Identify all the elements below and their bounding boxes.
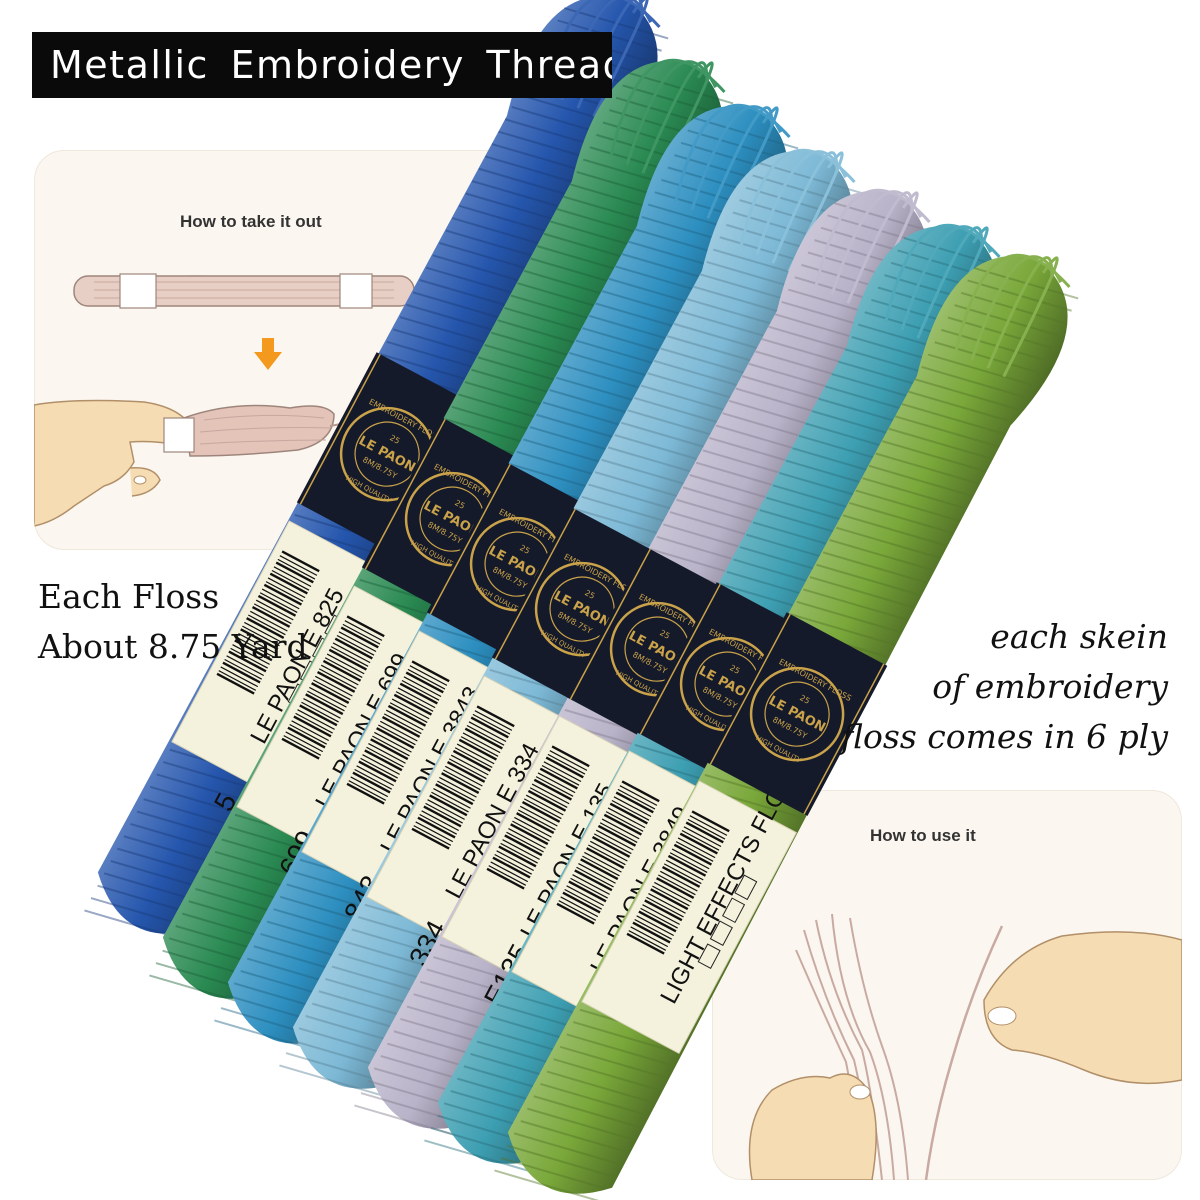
- brand-band: [426, 462, 608, 666]
- take-out-heading: How to take it out: [180, 212, 322, 231]
- svg-text:25: 25: [388, 433, 401, 446]
- brand-band: [491, 507, 673, 711]
- brand-band: [706, 612, 888, 816]
- barcode-icon: [346, 660, 450, 805]
- svg-text:25: 25: [728, 663, 741, 676]
- barcode-icon: [411, 705, 515, 850]
- use-illustration: [748, 913, 1182, 1180]
- title-banner: Metallic Embroidery Thread: [32, 32, 612, 98]
- floss-length-caption: Each Floss About 8.75 Yard: [38, 572, 308, 672]
- brand-band: [636, 582, 818, 786]
- svg-text:25: 25: [658, 628, 671, 641]
- brand-band: [296, 352, 478, 556]
- care-symbols-icon: [697, 874, 758, 969]
- barcode-icon: [281, 615, 385, 760]
- skein-label: [581, 780, 798, 1055]
- arrow-down-icon: [254, 338, 282, 370]
- floss-length-line-2: About 8.75 Yard: [38, 627, 308, 666]
- barcode-icon: [626, 810, 730, 955]
- hand-icon: [748, 1073, 877, 1180]
- ply-line-3: floss comes in 6 ply: [841, 717, 1168, 756]
- barcode-icon: [216, 550, 320, 695]
- svg-text:25: 25: [453, 498, 466, 511]
- use-it-heading: How to use it: [870, 826, 976, 845]
- svg-text:25: 25: [518, 543, 531, 556]
- ply-line-2: of embroidery: [932, 667, 1168, 706]
- svg-text:25: 25: [583, 588, 596, 601]
- brand-band: [566, 547, 748, 751]
- hand-icon: [983, 931, 1182, 1085]
- barcode-icon: [556, 780, 660, 925]
- barcode-icon: [486, 745, 590, 890]
- brand-band: [361, 417, 543, 621]
- hand-icon: [34, 399, 195, 527]
- ply-caption: each skein of embroidery floss comes in …: [841, 612, 1168, 762]
- svg-text:25: 25: [798, 693, 811, 706]
- pulled-skein-illustration: [163, 371, 475, 457]
- ply-line-1: each skein: [990, 617, 1168, 656]
- use-instruction-card: How to use it: [712, 790, 1182, 1180]
- floss-length-line-1: Each Floss: [38, 577, 220, 616]
